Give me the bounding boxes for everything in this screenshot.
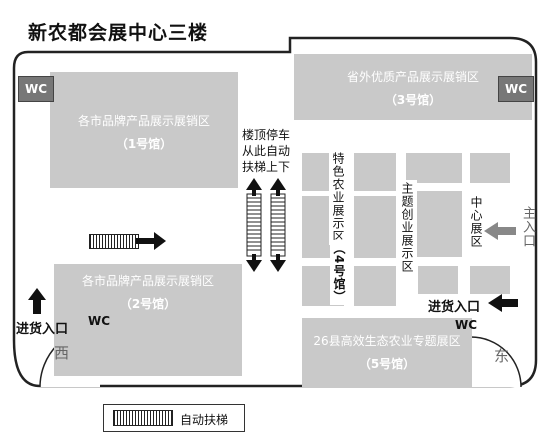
- main-entrance-arrow-icon: [484, 222, 516, 240]
- hall-3-name: 省外优质产品展示展销区: [346, 70, 479, 84]
- escalator-vertical: [246, 178, 286, 272]
- hall-5[interactable]: 26县高效生态农业专题展区 （5号馆）: [302, 318, 472, 388]
- theme-zone-label: 主题创业展示区: [398, 180, 417, 275]
- escalator-up: [246, 193, 262, 257]
- hall-4-block: [354, 153, 396, 191]
- main-entrance-label: 主入口: [520, 206, 535, 248]
- hall-2-name: 各市品牌产品展示展销区: [81, 274, 214, 288]
- rooftop-parking-line-1: 楼顶停车: [242, 128, 291, 142]
- hall-4-block: [354, 196, 396, 258]
- hall-1[interactable]: 各市品牌产品展示展销区 （1号馆）: [50, 72, 238, 188]
- east-label: 东: [494, 347, 510, 365]
- east-corner: [471, 337, 521, 387]
- legend-label: 自动扶梯: [180, 413, 229, 427]
- theme-zone-block: [406, 153, 462, 183]
- escalator-horizontal: [89, 234, 139, 249]
- wc-icon-right: WC: [498, 76, 534, 102]
- hall-2[interactable]: 各市品牌产品展示展销区 （2号馆）: [54, 264, 242, 376]
- center-zone-block: [470, 153, 510, 183]
- escalator-down: [270, 193, 286, 257]
- theme-zone-block: [418, 266, 458, 294]
- page-title: 新农都会展中心三楼: [28, 22, 209, 44]
- hall-5-name: 26县高效生态农业专题展区: [313, 334, 461, 348]
- wc-label-east: WC: [455, 318, 478, 332]
- hall-3[interactable]: 省外优质产品展示展销区 （3号馆）: [294, 54, 532, 120]
- arrow-right-icon: [136, 232, 166, 250]
- legend-escalator-swatch: [113, 410, 173, 426]
- hall-4-block: [354, 266, 396, 306]
- hall-5-number: （5号馆）: [358, 357, 416, 371]
- hall-3-number: （3号馆）: [384, 93, 442, 107]
- goods-entrance-east-arrow-icon: [488, 294, 518, 312]
- rooftop-parking-line-2: 从此自动: [242, 144, 291, 158]
- center-zone-label: 中心展区: [469, 196, 483, 248]
- wc-icon-left: WC: [18, 76, 54, 102]
- goods-entrance-east-label: 进货入口: [428, 300, 481, 315]
- center-zone-block: [470, 266, 510, 294]
- hall-4-number: （4号馆）: [330, 240, 349, 306]
- goods-entrance-west-arrow-icon: [28, 288, 46, 314]
- wc-label-west: WC: [88, 314, 111, 328]
- goods-entrance-west-label: 进货入口: [16, 322, 69, 337]
- hall-4-name: 特色农业展示区: [329, 150, 348, 245]
- rooftop-parking-line-3: 扶梯上下: [242, 160, 291, 174]
- hall-1-name: 各市品牌产品展示展销区: [77, 114, 210, 128]
- hall-2-number: （2号馆）: [119, 297, 177, 311]
- hall-1-number: （1号馆）: [115, 137, 173, 151]
- west-label: 西: [54, 344, 70, 362]
